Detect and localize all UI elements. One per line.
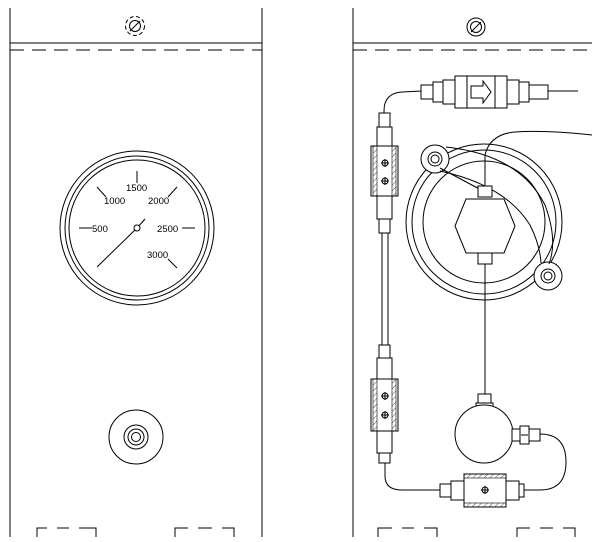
gauge-label-1000: 1000 [104,196,125,207]
hex-fitting [454,185,516,268]
gauge-needle [96,227,138,268]
flow-arrow-housing [466,75,496,109]
vertical-fitting-upper [370,112,399,234]
bottom-slot-right [516,527,576,537]
pressure-gauge: 500 1000 1500 2000 2500 3000 [59,150,215,306]
tube-top-left [383,90,423,127]
tube-right-loop [522,433,567,491]
mount-ear-top [420,144,450,174]
circle-slash-icon [125,16,145,36]
inline-fitting-bottom [439,473,525,508]
flow-arrow-icon [470,79,492,105]
right-panel [352,8,592,537]
vertical-fitting-lower [370,344,399,464]
gauge-label-3000: 3000 [147,250,168,261]
gauge-tick [167,258,178,269]
tube-vertical-left [381,233,389,345]
left-panel: 500 1000 1500 2000 2500 3000 [9,8,263,537]
gauge-label-500: 500 [92,224,108,235]
circle-slash-icon [466,17,486,37]
sphere-tank [454,393,541,464]
gauge-label-2500: 2500 [157,224,178,235]
back-ring-outer [405,143,563,301]
panel-knob [108,409,164,465]
bottom-slot-left [36,527,97,537]
inline-fitting-top [420,75,549,109]
gauge-tick [167,186,178,198]
gauge-label-2000: 2000 [148,196,169,207]
tube-bottom-left [384,462,440,491]
gauge-tick [96,186,107,198]
tube-ear-link [445,146,554,265]
bottom-slot-left [377,527,438,537]
bottom-slot-right [174,527,235,537]
tube-to-hex [484,130,592,188]
mount-ear-bottom [533,261,563,291]
gauge-label-1500: 1500 [126,183,147,194]
